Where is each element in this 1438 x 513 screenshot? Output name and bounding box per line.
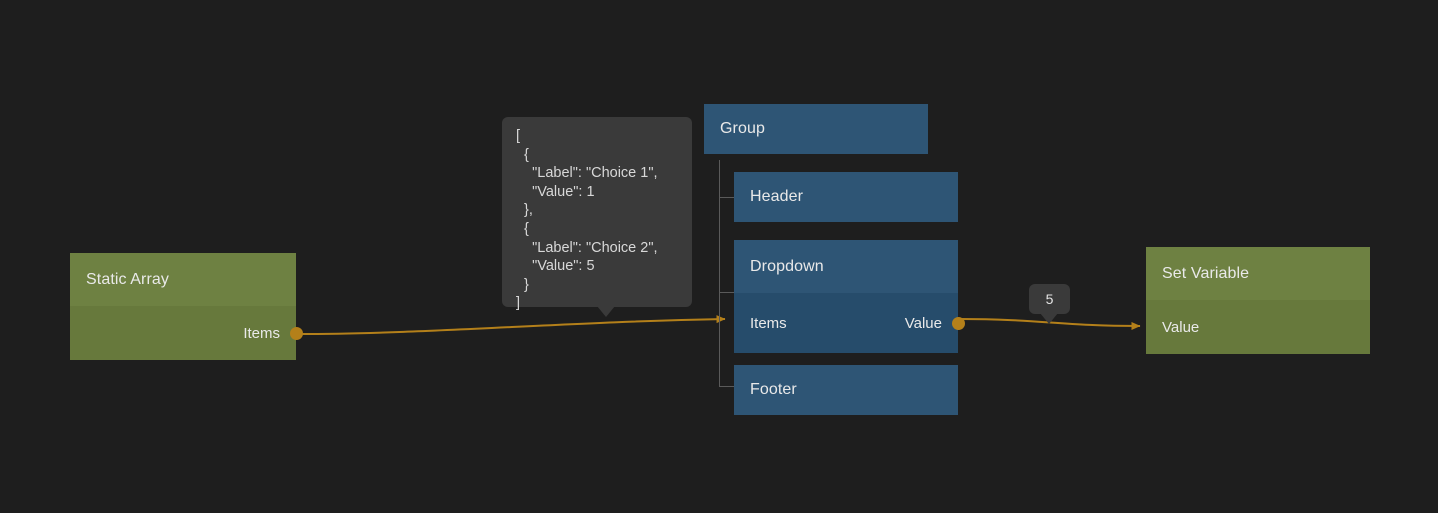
node-group-title: Group (720, 120, 765, 137)
items-json-tooltip-tail (597, 306, 615, 317)
node-group-child-footer-title-bar[interactable]: Footer (734, 365, 958, 415)
node-static-array[interactable]: Static Array Items (70, 253, 303, 360)
node-set-variable[interactable]: Set Variable Value (1146, 247, 1370, 354)
node-group[interactable]: Group (704, 104, 928, 154)
node-dropdown-title: Dropdown (750, 257, 824, 275)
port-label-items-out: Items (243, 324, 280, 342)
node-group-child-footer-title: Footer (750, 381, 797, 398)
node-dropdown-header[interactable]: Dropdown (734, 240, 958, 293)
items-json-tooltip-text: [ { "Label": "Choice 1", "Value": 1 }, {… (516, 128, 658, 312)
port-label-dropdown-value-out: Value (904, 314, 942, 332)
node-group-child-header-title-bar[interactable]: Header (734, 172, 958, 222)
node-set-variable-body[interactable]: Value (1146, 300, 1370, 354)
group-tree-trunk (719, 160, 720, 386)
value-badge-text: 5 (1045, 291, 1054, 307)
node-static-array-header[interactable]: Static Array (70, 253, 296, 306)
port-row-set-variable-value-in[interactable]: Value (1146, 300, 1370, 354)
node-dropdown[interactable]: Dropdown Items Value (734, 240, 965, 353)
node-set-variable-title: Set Variable (1162, 264, 1250, 282)
port-label-dropdown-items-in: Items (750, 314, 787, 332)
items-json-tooltip: [ { "Label": "Choice 1", "Value": 1 }, {… (502, 117, 692, 317)
node-static-array-title: Static Array (86, 270, 170, 288)
node-static-array-body[interactable]: Items (70, 306, 303, 360)
node-group-child-header-title: Header (750, 188, 804, 205)
port-row-items-out[interactable]: Items (70, 306, 296, 360)
group-tree-stub-footer (719, 386, 734, 387)
port-label-set-variable-value-in: Value (1162, 318, 1200, 336)
node-set-variable-header[interactable]: Set Variable (1146, 247, 1370, 300)
group-tree-stub-dropdown (719, 292, 734, 293)
node-group-child-header[interactable]: Header (734, 172, 958, 222)
node-group-header[interactable]: Group (704, 104, 928, 154)
node-dropdown-body[interactable]: Items Value (734, 293, 965, 353)
node-group-child-footer[interactable]: Footer (734, 365, 958, 415)
value-badge-tooltip: 5 (1029, 284, 1070, 324)
value-badge-tooltip-tail (1040, 313, 1058, 324)
group-tree-stub-header (719, 197, 734, 198)
port-dot-dropdown-value[interactable] (951, 316, 965, 330)
port-row-dropdown-ports[interactable]: Items Value (734, 293, 958, 353)
port-dot-static-array-items[interactable] (289, 326, 303, 340)
